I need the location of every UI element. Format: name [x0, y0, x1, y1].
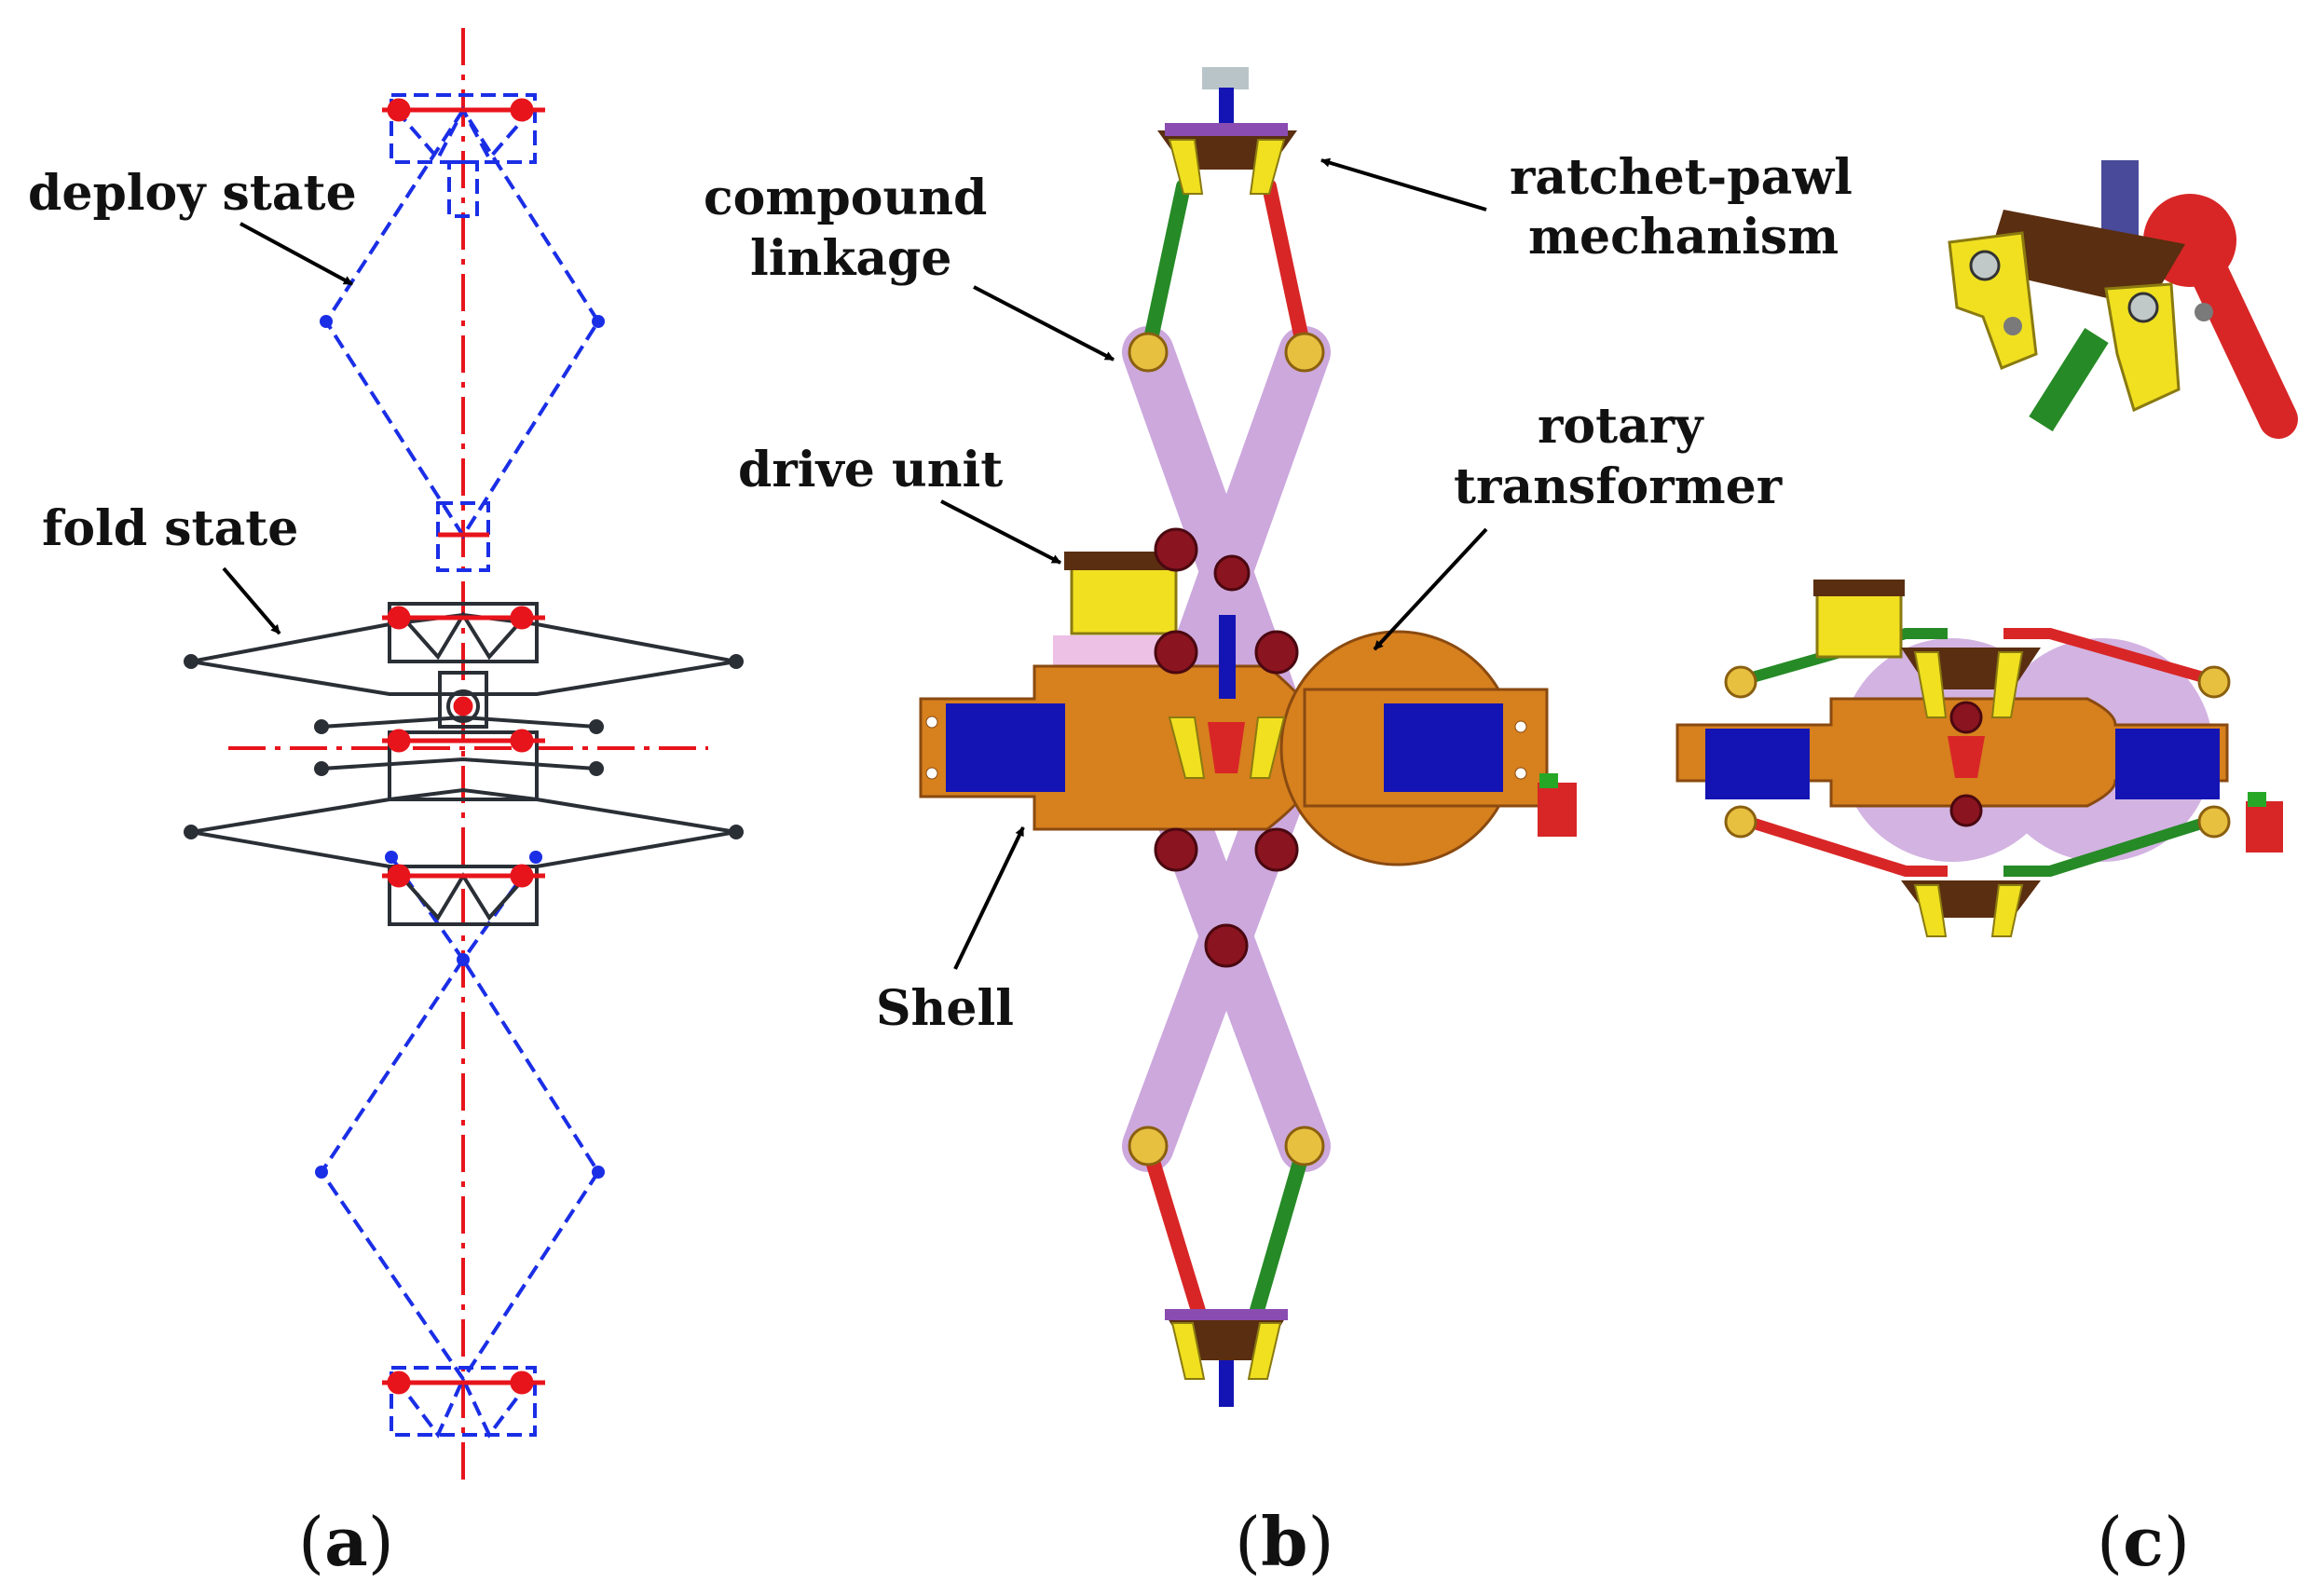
arrow-deploy-state	[239, 222, 353, 286]
upper-side-links	[1141, 179, 1312, 360]
link-pivot-rollers	[1128, 332, 1325, 1166]
lower-side-links	[1141, 1139, 1312, 1330]
bottom-ratchet-assembly	[1165, 1309, 1288, 1407]
pivot-markers	[382, 98, 545, 1395]
label-compound: compound	[704, 170, 987, 226]
shell-body	[919, 630, 1577, 866]
center-ratchet	[1168, 615, 1286, 779]
label-fold-state: fold state	[42, 500, 298, 557]
label-mechanism: mechanism	[1528, 209, 1839, 266]
label-ratchet-pawl: ratchet-pawl	[1510, 149, 1853, 206]
arrow-shell	[953, 826, 1025, 970]
caption-c: (c)	[2097, 1502, 2190, 1581]
arrow-rotary-transformer	[1373, 527, 1488, 651]
top-ratchet-assembly	[1157, 67, 1297, 195]
label-transformer: transformer	[1454, 458, 1783, 515]
caption-b: (b)	[1235, 1502, 1334, 1581]
label-linkage: linkage	[750, 230, 951, 287]
deploy-joints	[315, 315, 605, 1179]
label-shell: Shell	[876, 980, 1014, 1037]
arrow-compound-linkage	[973, 285, 1114, 361]
arrow-ratchet-pawl	[1320, 157, 1487, 211]
fold-joints	[184, 654, 744, 839]
panel-b-cad-model: compound linkage drive unit Shell ratche…	[704, 67, 1853, 1581]
ratchet-pawl-detail-inset	[1948, 160, 2298, 439]
label-drive-unit: drive unit	[738, 442, 1003, 498]
label-rotary: rotary	[1538, 398, 1704, 455]
drive-unit	[1064, 552, 1183, 635]
panel-a-schematic: deploy state fold state (a)	[28, 28, 744, 1581]
arrow-drive-unit	[940, 499, 1061, 565]
fold-state-linkage	[190, 602, 737, 926]
folded-assembly	[1675, 580, 2283, 937]
label-deploy-state: deploy state	[28, 165, 357, 222]
maroon-rollers	[1154, 527, 1299, 968]
arrow-fold-state	[222, 566, 281, 635]
lower-compound-linkage	[1122, 775, 1331, 1172]
panel-c-detail: (c)	[1675, 160, 2298, 1581]
caption-a: (a)	[298, 1502, 394, 1581]
fold-pivot-markers	[382, 606, 545, 888]
